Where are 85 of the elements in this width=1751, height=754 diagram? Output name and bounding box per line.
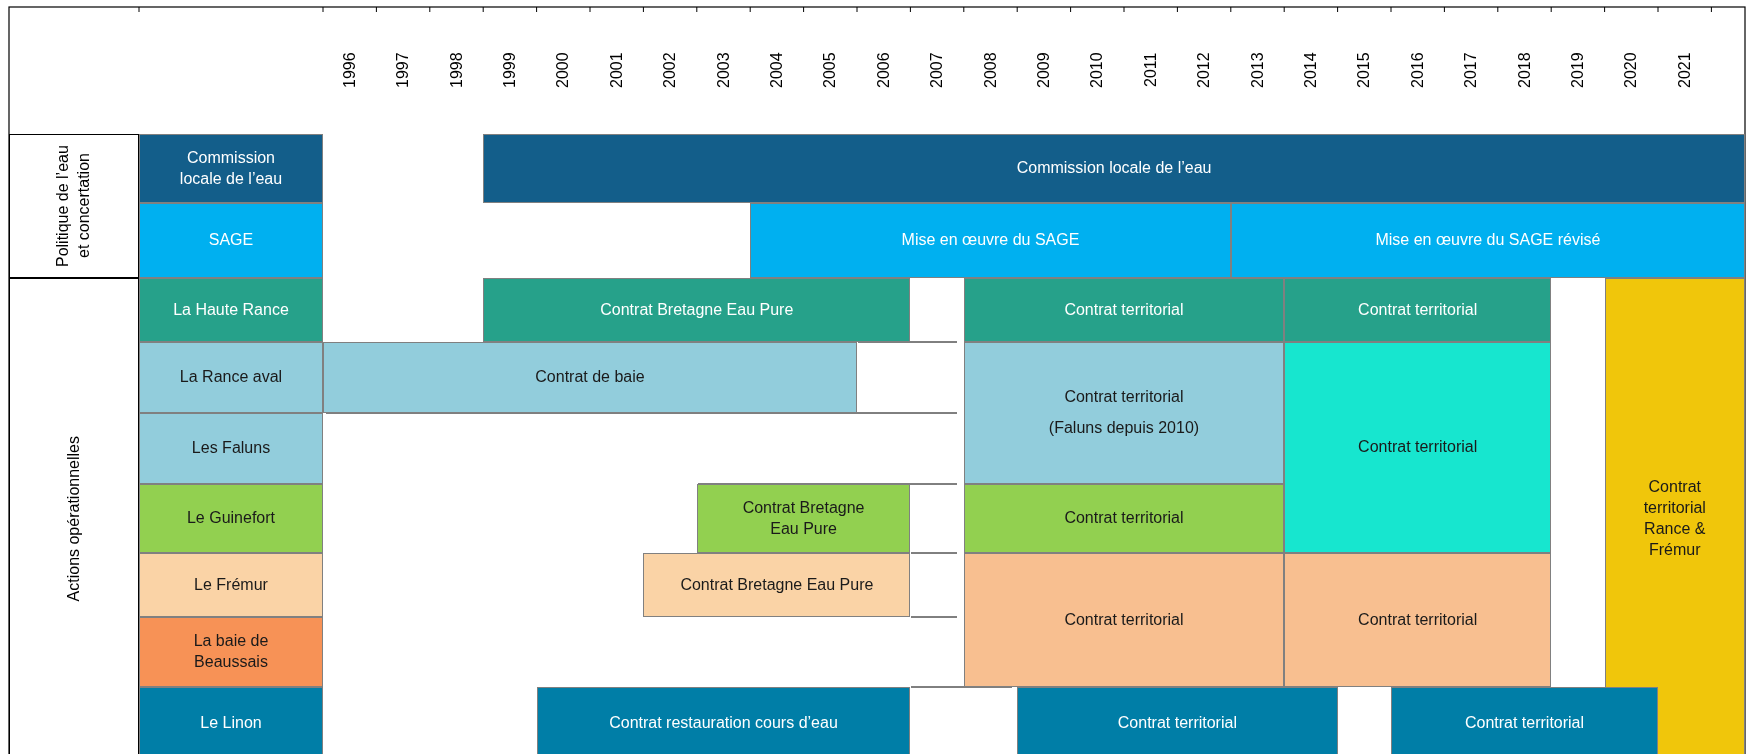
timeline-bar	[696, 484, 911, 553]
row-label: Commission locale de l’eau	[178, 147, 284, 189]
year-label: 2020	[1621, 51, 1641, 90]
year-label: 2016	[1407, 51, 1427, 90]
year-label: 2001	[606, 51, 626, 90]
year-label: 1998	[446, 51, 466, 90]
timeline-bar	[483, 278, 911, 342]
timeline-bar	[1391, 687, 1658, 754]
bar-label: Contrat territorial	[1358, 609, 1478, 630]
year-label: 2017	[1461, 51, 1481, 90]
row-label-cell	[139, 342, 323, 413]
bar-label: Contrat restauration cours d’eau	[609, 713, 838, 734]
row-label-cell	[139, 484, 323, 553]
year-label: 2013	[1247, 51, 1267, 90]
bar-label: Contrat territorial	[1358, 437, 1478, 458]
group-title: Politique de l’eau et concertation	[53, 144, 93, 269]
year-label: 2010	[1087, 51, 1107, 90]
row-label: Le Guinefort	[186, 508, 276, 529]
year-label: 1997	[393, 51, 413, 90]
bar-label: Contrat de baie	[535, 367, 645, 388]
bar-label: Contrat Bretagne Eau Pure	[600, 299, 794, 320]
bar-label: Contrat territorial	[1358, 299, 1478, 320]
timeline-bar	[963, 278, 1285, 342]
row-label-cell	[139, 687, 323, 754]
row-group-header	[9, 134, 139, 278]
bar-label: Mise en œuvre du SAGE révisé	[1375, 230, 1601, 251]
year-label: 1996	[339, 51, 359, 90]
timeline-bar	[1230, 203, 1745, 278]
row-label-cell	[139, 553, 323, 617]
timeline-bar	[483, 134, 1745, 203]
year-label: 2008	[980, 51, 1000, 90]
bar-label: Contrat territorial	[1464, 713, 1585, 734]
timeline-bar	[1284, 553, 1552, 687]
year-label: 2012	[1194, 51, 1214, 90]
year-label: 2014	[1300, 51, 1320, 90]
year-label: 2004	[766, 51, 786, 90]
year-label: 2002	[660, 51, 680, 90]
timeline-bar	[963, 342, 1285, 484]
timeline-bar	[1284, 278, 1552, 342]
bar-label: Contrat territorial Rance & Frémur	[1642, 477, 1707, 560]
row-group-header	[9, 278, 139, 754]
year-label: 2015	[1354, 51, 1374, 90]
year-label: 2003	[713, 51, 733, 90]
row-label: La Haute Rance	[173, 299, 289, 320]
timeline-bar	[643, 553, 911, 617]
row-label: La Rance aval	[179, 367, 283, 388]
row-label-cell	[139, 413, 323, 484]
timeline-bar	[323, 342, 857, 413]
bar-label: Contrat territorial	[1064, 387, 1184, 408]
year-label: 2000	[553, 51, 573, 90]
row-label-cell	[139, 134, 323, 203]
row-label: SAGE	[208, 230, 254, 251]
bar-label: Commission locale de l’eau	[1016, 158, 1212, 179]
year-label: 2019	[1567, 51, 1587, 90]
timeline-bar	[963, 553, 1285, 687]
bar-label: Contrat territorial	[1117, 713, 1237, 734]
timeline-bar	[536, 687, 911, 754]
bar-label: Contrat Bretagne Eau Pure	[741, 497, 866, 539]
timeline-bar	[1604, 278, 1745, 754]
timeline-bar	[1284, 342, 1552, 553]
timeline-bar	[750, 203, 1231, 278]
bar-label: Contrat territorial	[1064, 299, 1184, 320]
year-label: 2006	[873, 51, 893, 90]
timeline-bar	[963, 484, 1285, 553]
timeline-bar	[1017, 687, 1338, 754]
row-label: Le Linon	[200, 713, 262, 734]
bar-label: Mise en œuvre du SAGE	[901, 230, 1080, 251]
year-label: 2011	[1140, 51, 1160, 90]
row-label-cell	[139, 617, 323, 687]
bar-label: Contrat territorial	[1064, 609, 1184, 630]
bar-label: Contrat territorial	[1064, 508, 1184, 529]
row-label: La baie de Beaussais	[192, 631, 270, 672]
row-label: Les Faluns	[191, 438, 271, 459]
year-label: 1999	[499, 51, 519, 90]
row-label: Le Frémur	[194, 574, 268, 595]
bar-label: Contrat Bretagne Eau Pure	[680, 574, 874, 595]
year-label: 2021	[1674, 51, 1694, 90]
row-label-cell	[139, 203, 323, 278]
year-label: 2005	[820, 51, 840, 90]
year-label: 2007	[927, 51, 947, 90]
bar-label: (Faluns depuis 2010)	[1048, 418, 1200, 438]
year-label: 2018	[1514, 51, 1534, 90]
group-title: Actions opérationnelles	[63, 436, 83, 602]
year-label: 2009	[1033, 51, 1053, 90]
row-label-cell	[139, 278, 323, 342]
